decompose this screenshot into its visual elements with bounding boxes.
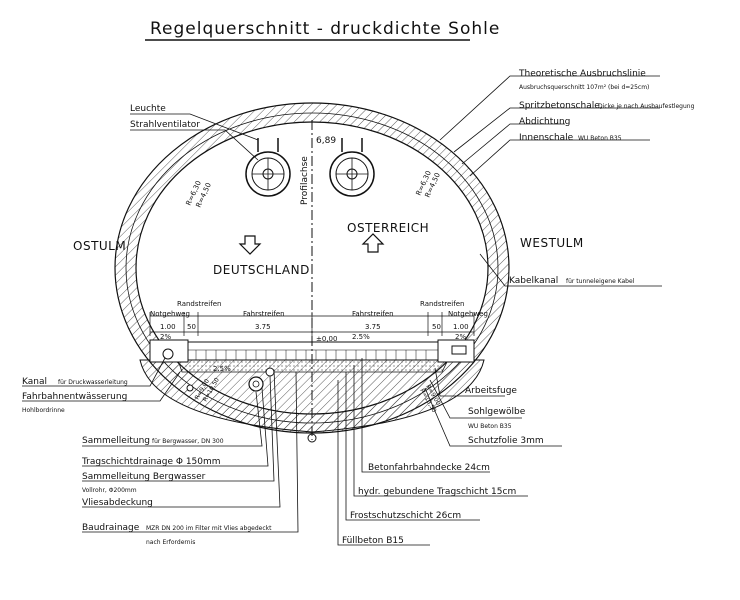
- label-baudrainage-note: MZR DN 200 im Filter mit Vlies abgedeckt: [146, 525, 272, 532]
- randstreifen-right: Randstreifen: [420, 300, 464, 308]
- width-rand-left: 50: [187, 323, 196, 331]
- notgehweg-left: Notgehweg: [150, 310, 190, 318]
- label-schutzfolie: Schutzfolie 3mm: [468, 436, 544, 446]
- label-betonfahrbahn: Betonfahrbahndecke 24cm: [368, 463, 490, 473]
- slope-drain: 2.5%: [213, 365, 231, 373]
- label-sohlgewoelbe: Sohlgewölbe: [468, 407, 526, 417]
- label-innenschale: Innenschale: [519, 133, 574, 143]
- arrow-up-icon: [361, 233, 385, 253]
- axis-zero: ±0,00: [316, 335, 337, 343]
- notgehweg-right: Notgehweg: [448, 310, 488, 318]
- label-vollrohr: Vollrohr, Φ200mm: [82, 487, 137, 494]
- label-vliesabdeckung: Vliesabdeckung: [82, 498, 153, 508]
- strahlventilator-right: [329, 138, 375, 197]
- width-rand-right: 50: [432, 323, 441, 331]
- kanal-pipe: [162, 348, 174, 360]
- label-kanal: Kanal: [22, 377, 47, 387]
- drainage-pipes: [186, 367, 317, 443]
- label-sammelleitung1: Sammelleitung: [82, 436, 150, 446]
- direction-right: OSTERREICH: [347, 221, 429, 235]
- label-sammelleitung2: Sammelleitung Bergwasser: [82, 472, 206, 482]
- kabelkanal-box: [451, 345, 467, 355]
- axis-height: 6,89: [316, 136, 336, 146]
- lane-dimensions: [149, 312, 475, 336]
- label-sammelleitung1-note: für Bergwasser, DN 300: [152, 438, 224, 445]
- side-right-label: WESTULM: [520, 236, 584, 250]
- direction-left: DEUTSCHLAND: [213, 263, 310, 277]
- label-abdichtung: Abdichtung: [519, 117, 570, 127]
- label-hydr: hydr. gebundene Tragschicht 15cm: [358, 487, 516, 497]
- diagram-title: Regelquerschnitt - druckdichte Sohle: [150, 19, 500, 39]
- label-kabelkanal-note: für tunneleigene Kabel: [566, 278, 635, 285]
- fahrstreifen-left: Fahrstreifen: [243, 310, 285, 318]
- leader-lines-right: [424, 75, 662, 447]
- label-sohlgewoelbe-note: WU Beton B35: [468, 423, 512, 430]
- label-spritzbeton: Spritzbetonschale,: [519, 101, 603, 111]
- strahlventilator-left: [245, 138, 291, 197]
- width-notgehweg-right: 1.00: [453, 323, 469, 331]
- label-baudrainage: Baudrainage: [82, 523, 140, 533]
- label-innenschale-note: WU Beton B35: [578, 135, 622, 142]
- leader-lines-left: [22, 357, 299, 533]
- label-tragschichtdrainage: Tragschichtdrainage Φ 150mm: [81, 457, 221, 467]
- leader-lines-top-left: [130, 113, 259, 161]
- label-ausbruchsquerschnitt: Ausbruchsquerschnitt 107m² (bei d=25cm): [519, 84, 649, 91]
- label-arbeitsfuge: Arbeitsfuge: [465, 386, 517, 396]
- label-theoretische: Theoretische Ausbruchslinie: [518, 69, 646, 79]
- label-kabelkanal: Kabelkanal: [509, 276, 558, 286]
- label-fuellbeton: Füllbeton B15: [342, 536, 404, 546]
- leader-lines-bottom: [337, 358, 528, 546]
- profilachse-label: Profilachse: [300, 156, 310, 205]
- fahrstreifen-right: Fahrstreifen: [352, 310, 394, 318]
- label-nach-erfordernis: nach Erfordernis: [146, 539, 195, 546]
- slope-road: 2.5%: [352, 333, 370, 341]
- label-frostschutz: Frostschutzschicht 26cm: [350, 511, 461, 521]
- label-strahlventilator: Strahlventilator: [130, 120, 200, 130]
- randstreifen-left: Randstreifen: [177, 300, 221, 308]
- width-fahr-left: 3.75: [255, 323, 271, 331]
- width-notgehweg-left: 1.00: [160, 323, 176, 331]
- label-spritzbeton-note: Dicke je nach Ausbaufestlegung: [598, 103, 695, 110]
- slope-right: 2%: [455, 333, 466, 341]
- label-kanal-note: für Druckwasserleitung: [58, 379, 128, 386]
- label-hohlbordrinne: Hohlbordrinne: [22, 407, 65, 414]
- side-left-label: OSTULM: [73, 239, 126, 253]
- arrow-down-icon: [238, 235, 262, 255]
- width-fahr-right: 3.75: [365, 323, 381, 331]
- slope-left: 2%: [160, 333, 171, 341]
- label-fahrbahnentw: Fahrbahnentwässerung: [22, 392, 127, 402]
- road-slab: [149, 339, 475, 363]
- label-leuchte: Leuchte: [130, 104, 166, 114]
